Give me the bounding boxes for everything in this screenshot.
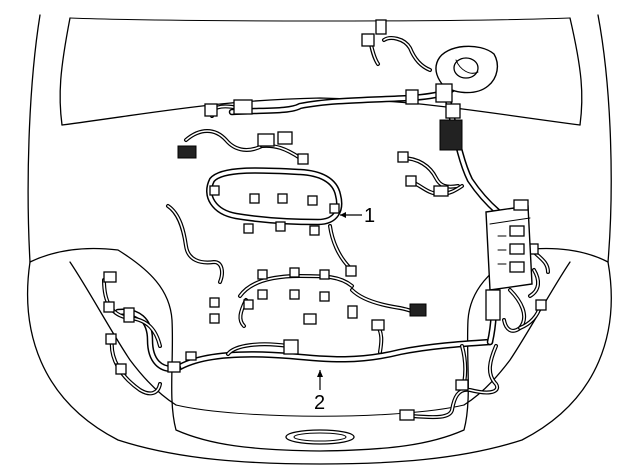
callout-2-label: 2 — [314, 392, 325, 414]
components — [435, 45, 533, 321]
junction-box — [485, 199, 533, 291]
bulkhead-grommet — [435, 45, 499, 151]
callout-2: 2 — [314, 370, 325, 414]
connectors — [103, 19, 547, 421]
callout-1-label: 1 — [364, 205, 375, 227]
callout-1: 1 — [340, 205, 375, 227]
vehicle-body-outline — [27, 14, 612, 465]
